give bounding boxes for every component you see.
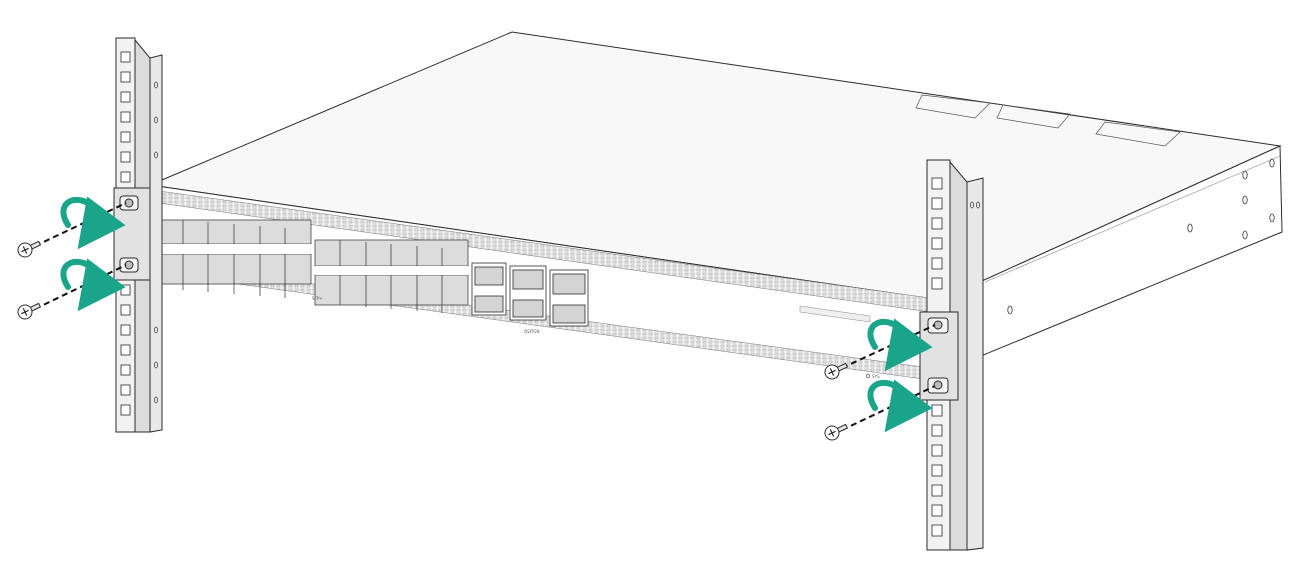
side-mounting-holes [1007, 158, 1275, 315]
qsfp-port-group [471, 262, 589, 327]
status-led-panel: SYS [799, 305, 880, 379]
clockwise-rotation-arrow-icon [60, 196, 933, 433]
switch-chassis [148, 31, 1283, 381]
top-label-2 [996, 104, 1071, 129]
led-panel-label: SYS [872, 374, 880, 379]
top-label-1 [915, 94, 991, 119]
right-rack-rail [926, 159, 984, 551]
qsfp-group-label: QSFP28 [524, 329, 540, 334]
right-mounting-ear [919, 311, 959, 401]
left-mounting-ear [113, 187, 151, 281]
sfp-port-group-2 [314, 239, 469, 313]
screw-icon [17, 240, 849, 441]
sfp-port-group-1 [157, 219, 312, 298]
sfp-group-label: SFP+ [312, 296, 323, 301]
top-label-3 [1095, 121, 1181, 147]
